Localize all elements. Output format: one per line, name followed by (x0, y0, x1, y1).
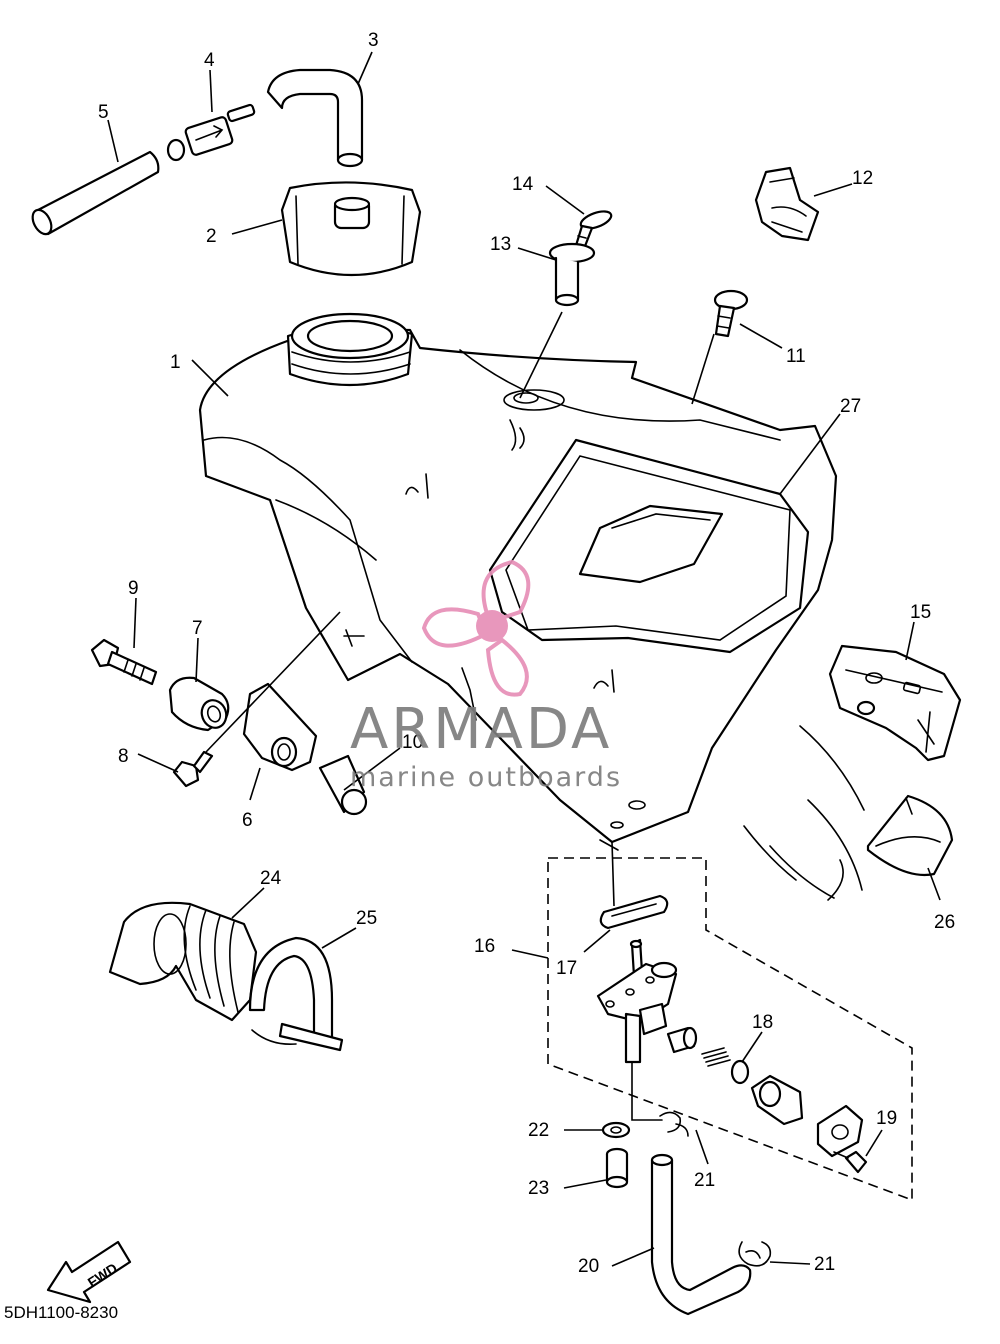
part-lever (750, 1074, 804, 1126)
part-10-collar (318, 754, 368, 816)
part-12-clamp (754, 166, 820, 242)
part-fitting (666, 1026, 698, 1054)
callout-13: 13 (490, 234, 511, 255)
part-7-grommet (168, 676, 230, 732)
part-16-fuel-cock (596, 938, 678, 1121)
callout-23: 23 (528, 1178, 549, 1199)
callout-14: 14 (512, 174, 534, 195)
diagram-code: 5DH1100-8230 (4, 1303, 118, 1322)
callout-8: 8 (118, 746, 129, 767)
callout-15: 15 (910, 602, 931, 623)
callout-24: 24 (260, 868, 282, 889)
part-3-vent-hose (266, 68, 364, 168)
part-8-bolt (172, 750, 214, 788)
part-17-gasket (599, 894, 669, 930)
part-24-boot (108, 901, 258, 1022)
callout-10: 10 (402, 732, 423, 753)
forward-arrow-icon (46, 1240, 132, 1304)
part-13-collar (548, 242, 596, 307)
part-6-bracket (242, 682, 318, 772)
callout-27: 27 (840, 396, 861, 417)
callout-20: 20 (578, 1256, 599, 1277)
callout-9: 9 (128, 578, 139, 599)
callout-12: 12 (852, 168, 873, 189)
part-25-band (248, 936, 344, 1052)
callout-4: 4 (204, 50, 215, 71)
part-21-clip-upper (659, 1111, 689, 1137)
part-spring (701, 1047, 731, 1067)
callout-11: 11 (786, 346, 806, 367)
watermark-propeller-logo (421, 559, 531, 697)
callout-21-lower: 21 (814, 1254, 835, 1275)
part-5-hose (31, 150, 160, 236)
callout-25: 25 (356, 908, 377, 929)
callout-3: 3 (368, 30, 379, 51)
callout-19: 19 (876, 1108, 897, 1129)
part-22-washer (601, 1121, 631, 1139)
callout-21-upper: 21 (694, 1170, 715, 1191)
callout-5: 5 (98, 102, 109, 123)
callout-6: 6 (242, 810, 253, 831)
part-27-decal (488, 438, 810, 654)
part-26-guard (866, 794, 954, 876)
watermark-tagline: marine outboards (350, 762, 622, 793)
watermark: ARMADA marine outboards (350, 559, 622, 793)
callout-7: 7 (192, 618, 203, 639)
forward-arrow: FWD (46, 1240, 132, 1304)
callout-16: 16 (474, 936, 495, 957)
part-11-bolt (713, 289, 749, 338)
callout-1: 1 (170, 352, 181, 373)
leader-lines (107, 51, 941, 1267)
part-4-check-valve (166, 103, 256, 162)
tank-outline-right (743, 725, 865, 901)
part-2-fuel-cap (280, 181, 422, 277)
watermark-brand: ARMADA (350, 697, 612, 762)
part-9-bolt (90, 638, 158, 686)
part-15-tank-guard (828, 644, 962, 762)
part-21-clip-lower (738, 1241, 772, 1267)
part-19-screw (833, 1150, 868, 1174)
callout-labels: 1 2 3 4 5 6 7 8 9 10 11 12 13 14 15 16 1… (98, 30, 955, 1277)
callout-22: 22 (528, 1120, 549, 1141)
callout-26: 26 (934, 912, 955, 933)
callout-17: 17 (556, 958, 577, 979)
part-23-bolt (605, 1147, 629, 1189)
part-18-o-ring (730, 1059, 750, 1085)
part-20-fuel-hose (650, 1153, 752, 1316)
part-cover-plate (816, 1104, 864, 1158)
callout-18: 18 (752, 1012, 773, 1033)
assembly-box-16 (547, 857, 913, 1202)
callout-2: 2 (206, 226, 217, 247)
